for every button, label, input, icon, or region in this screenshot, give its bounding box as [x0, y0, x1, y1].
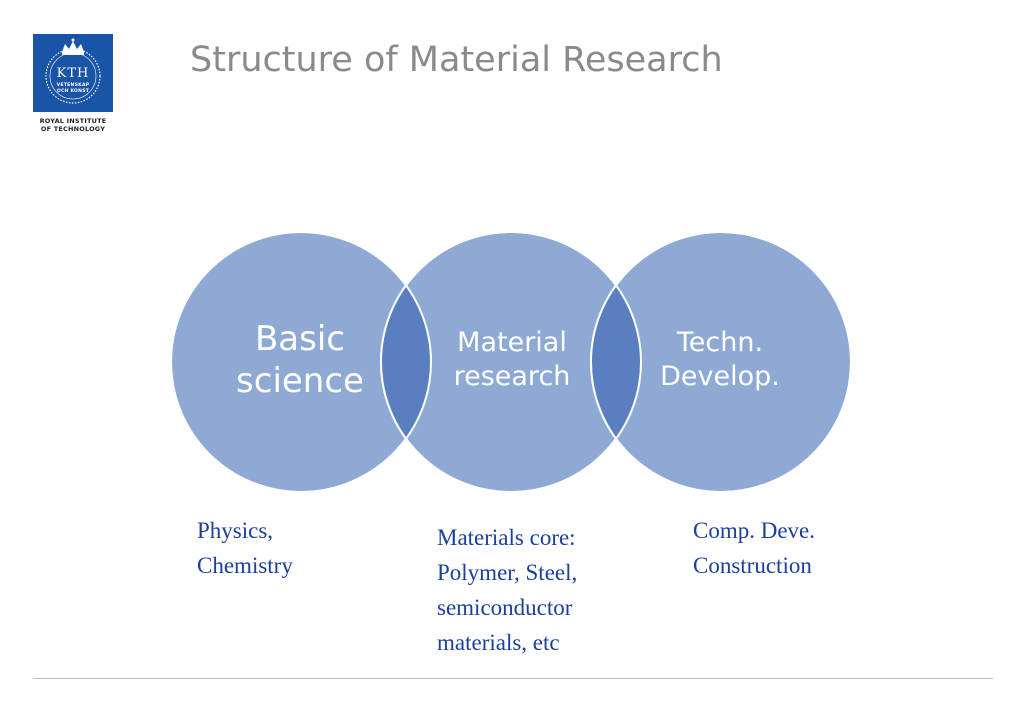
note-line: Construction — [693, 553, 812, 578]
note-techn-develop: Comp. Deve. Construction — [693, 513, 815, 583]
note-line: Chemistry — [197, 553, 293, 578]
circle-outline-2 — [380, 231, 642, 493]
note-line: Comp. Deve. — [693, 518, 816, 543]
logo-motto-line1: VETENSKAP — [56, 83, 90, 88]
label-material-research: Material research — [412, 326, 612, 394]
note-line: semiconductor — [437, 595, 573, 620]
note-basic-science: Physics, Chemistry — [197, 513, 293, 583]
circle-outline-3 — [590, 231, 852, 493]
logo-caption-line1: ROYAL INSTITUTE — [39, 117, 107, 125]
logo-emblem: KTH VETENSKAP OCH KONST — [33, 34, 113, 112]
label-techn-develop-line2: Develop. — [660, 361, 780, 392]
kth-logo: KTH VETENSKAP OCH KONST ROYAL INSTITUTE … — [33, 34, 113, 133]
label-basic-science-line2: science — [236, 361, 364, 401]
logo-wordmark: KTH — [56, 66, 90, 81]
note-line: Materials core: — [437, 525, 576, 550]
label-techn-develop-line1: Techn. — [676, 327, 764, 358]
note-line: materials, etc — [437, 630, 560, 655]
label-techn-develop: Techn. Develop. — [620, 326, 820, 394]
crown-emblem-icon — [45, 38, 101, 104]
label-basic-science: Basic science — [200, 318, 400, 402]
logo-caption: ROYAL INSTITUTE OF TECHNOLOGY — [33, 117, 113, 133]
circle-outline-1 — [170, 231, 432, 493]
label-basic-science-line1: Basic — [254, 319, 345, 359]
label-material-research-line1: Material — [457, 327, 567, 358]
logo-motto-line2: OCH KONST — [56, 89, 90, 94]
note-line: Polymer, Steel, — [437, 560, 578, 585]
footer-divider — [33, 678, 993, 679]
label-material-research-line2: research — [453, 361, 571, 392]
page-title: Structure of Material Research — [190, 40, 723, 80]
note-material-research: Materials core: Polymer, Steel, semicond… — [437, 520, 577, 660]
note-line: Physics, — [197, 518, 274, 543]
logo-caption-line2: OF TECHNOLOGY — [40, 125, 106, 133]
